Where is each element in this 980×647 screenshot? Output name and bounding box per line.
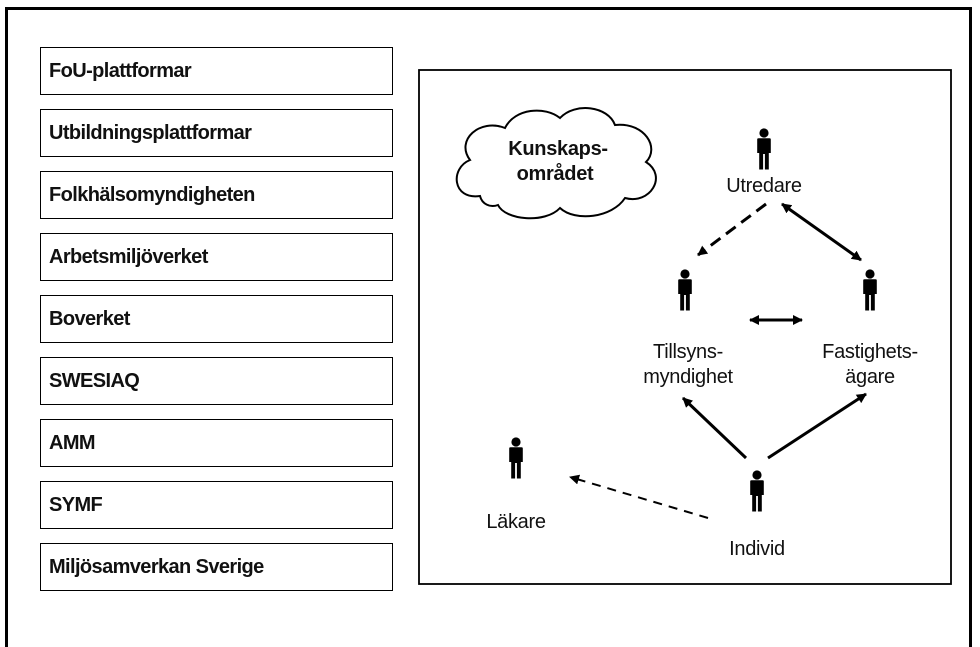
edge-individ-tillsyn xyxy=(681,396,748,460)
org-box-swesiaq: SWESIAQ xyxy=(40,357,393,405)
org-label: SWESIAQ xyxy=(49,369,140,392)
org-box-amm: AMM xyxy=(40,419,393,467)
edge-utredare-tillsyn xyxy=(697,202,767,257)
actor-label: Individ xyxy=(729,538,785,560)
org-box-arbetsmiljoverket: Arbetsmiljöverket xyxy=(40,233,393,281)
actor-label: ägare xyxy=(845,366,895,388)
actor-label: Läkare xyxy=(486,511,546,533)
org-label: AMM xyxy=(49,431,96,454)
actor-label: Fastighets- xyxy=(822,341,918,363)
cloud-line2: området xyxy=(517,162,594,185)
org-label: Boverket xyxy=(49,307,130,330)
org-box-symf: SYMF xyxy=(40,481,393,529)
actor-fastighet: Fastighets- ägare xyxy=(822,269,918,388)
organization-list: FoU-plattformar Utbildningsplattformar F… xyxy=(40,47,393,605)
actor-label: Utredare xyxy=(726,175,802,197)
edges xyxy=(569,202,867,519)
org-box-folkhalsomyndigheten: Folkhälsomyndigheten xyxy=(40,171,393,219)
outer-frame xyxy=(5,7,972,647)
edge-individ-fastighet xyxy=(767,392,867,460)
actor-label: Tillsyns- xyxy=(653,341,723,363)
actor-label: myndighet xyxy=(643,366,733,388)
org-label: FoU-plattformar xyxy=(49,59,192,82)
edge-individ-lakare xyxy=(569,474,709,519)
cloud-line1: Kunskaps- xyxy=(508,138,608,160)
org-label: Miljösamverkan Sverige xyxy=(49,555,264,578)
actor-tillsyn: Tillsyns- myndighet xyxy=(643,269,734,388)
actor-lakare: Läkare xyxy=(486,437,546,533)
org-box-boverket: Boverket xyxy=(40,295,393,343)
org-box-utbildningsplattformar: Utbildningsplattformar xyxy=(40,109,393,157)
edge-utredare-fastighet xyxy=(781,202,862,262)
actor-individ: Individ xyxy=(729,470,785,560)
org-label: Folkhälsomyndigheten xyxy=(49,183,255,206)
org-label: SYMF xyxy=(49,493,103,516)
org-label: Arbetsmiljöverket xyxy=(49,245,208,268)
org-label: Utbildningsplattformar xyxy=(49,121,252,144)
org-box-miljosamverkan-sverige: Miljösamverkan Sverige xyxy=(40,543,393,591)
knowledge-cloud: Kunskaps- området xyxy=(455,107,657,220)
org-box-fou-plattformar: FoU-plattformar xyxy=(40,47,393,95)
actor-utredare: Utredare xyxy=(726,128,802,197)
